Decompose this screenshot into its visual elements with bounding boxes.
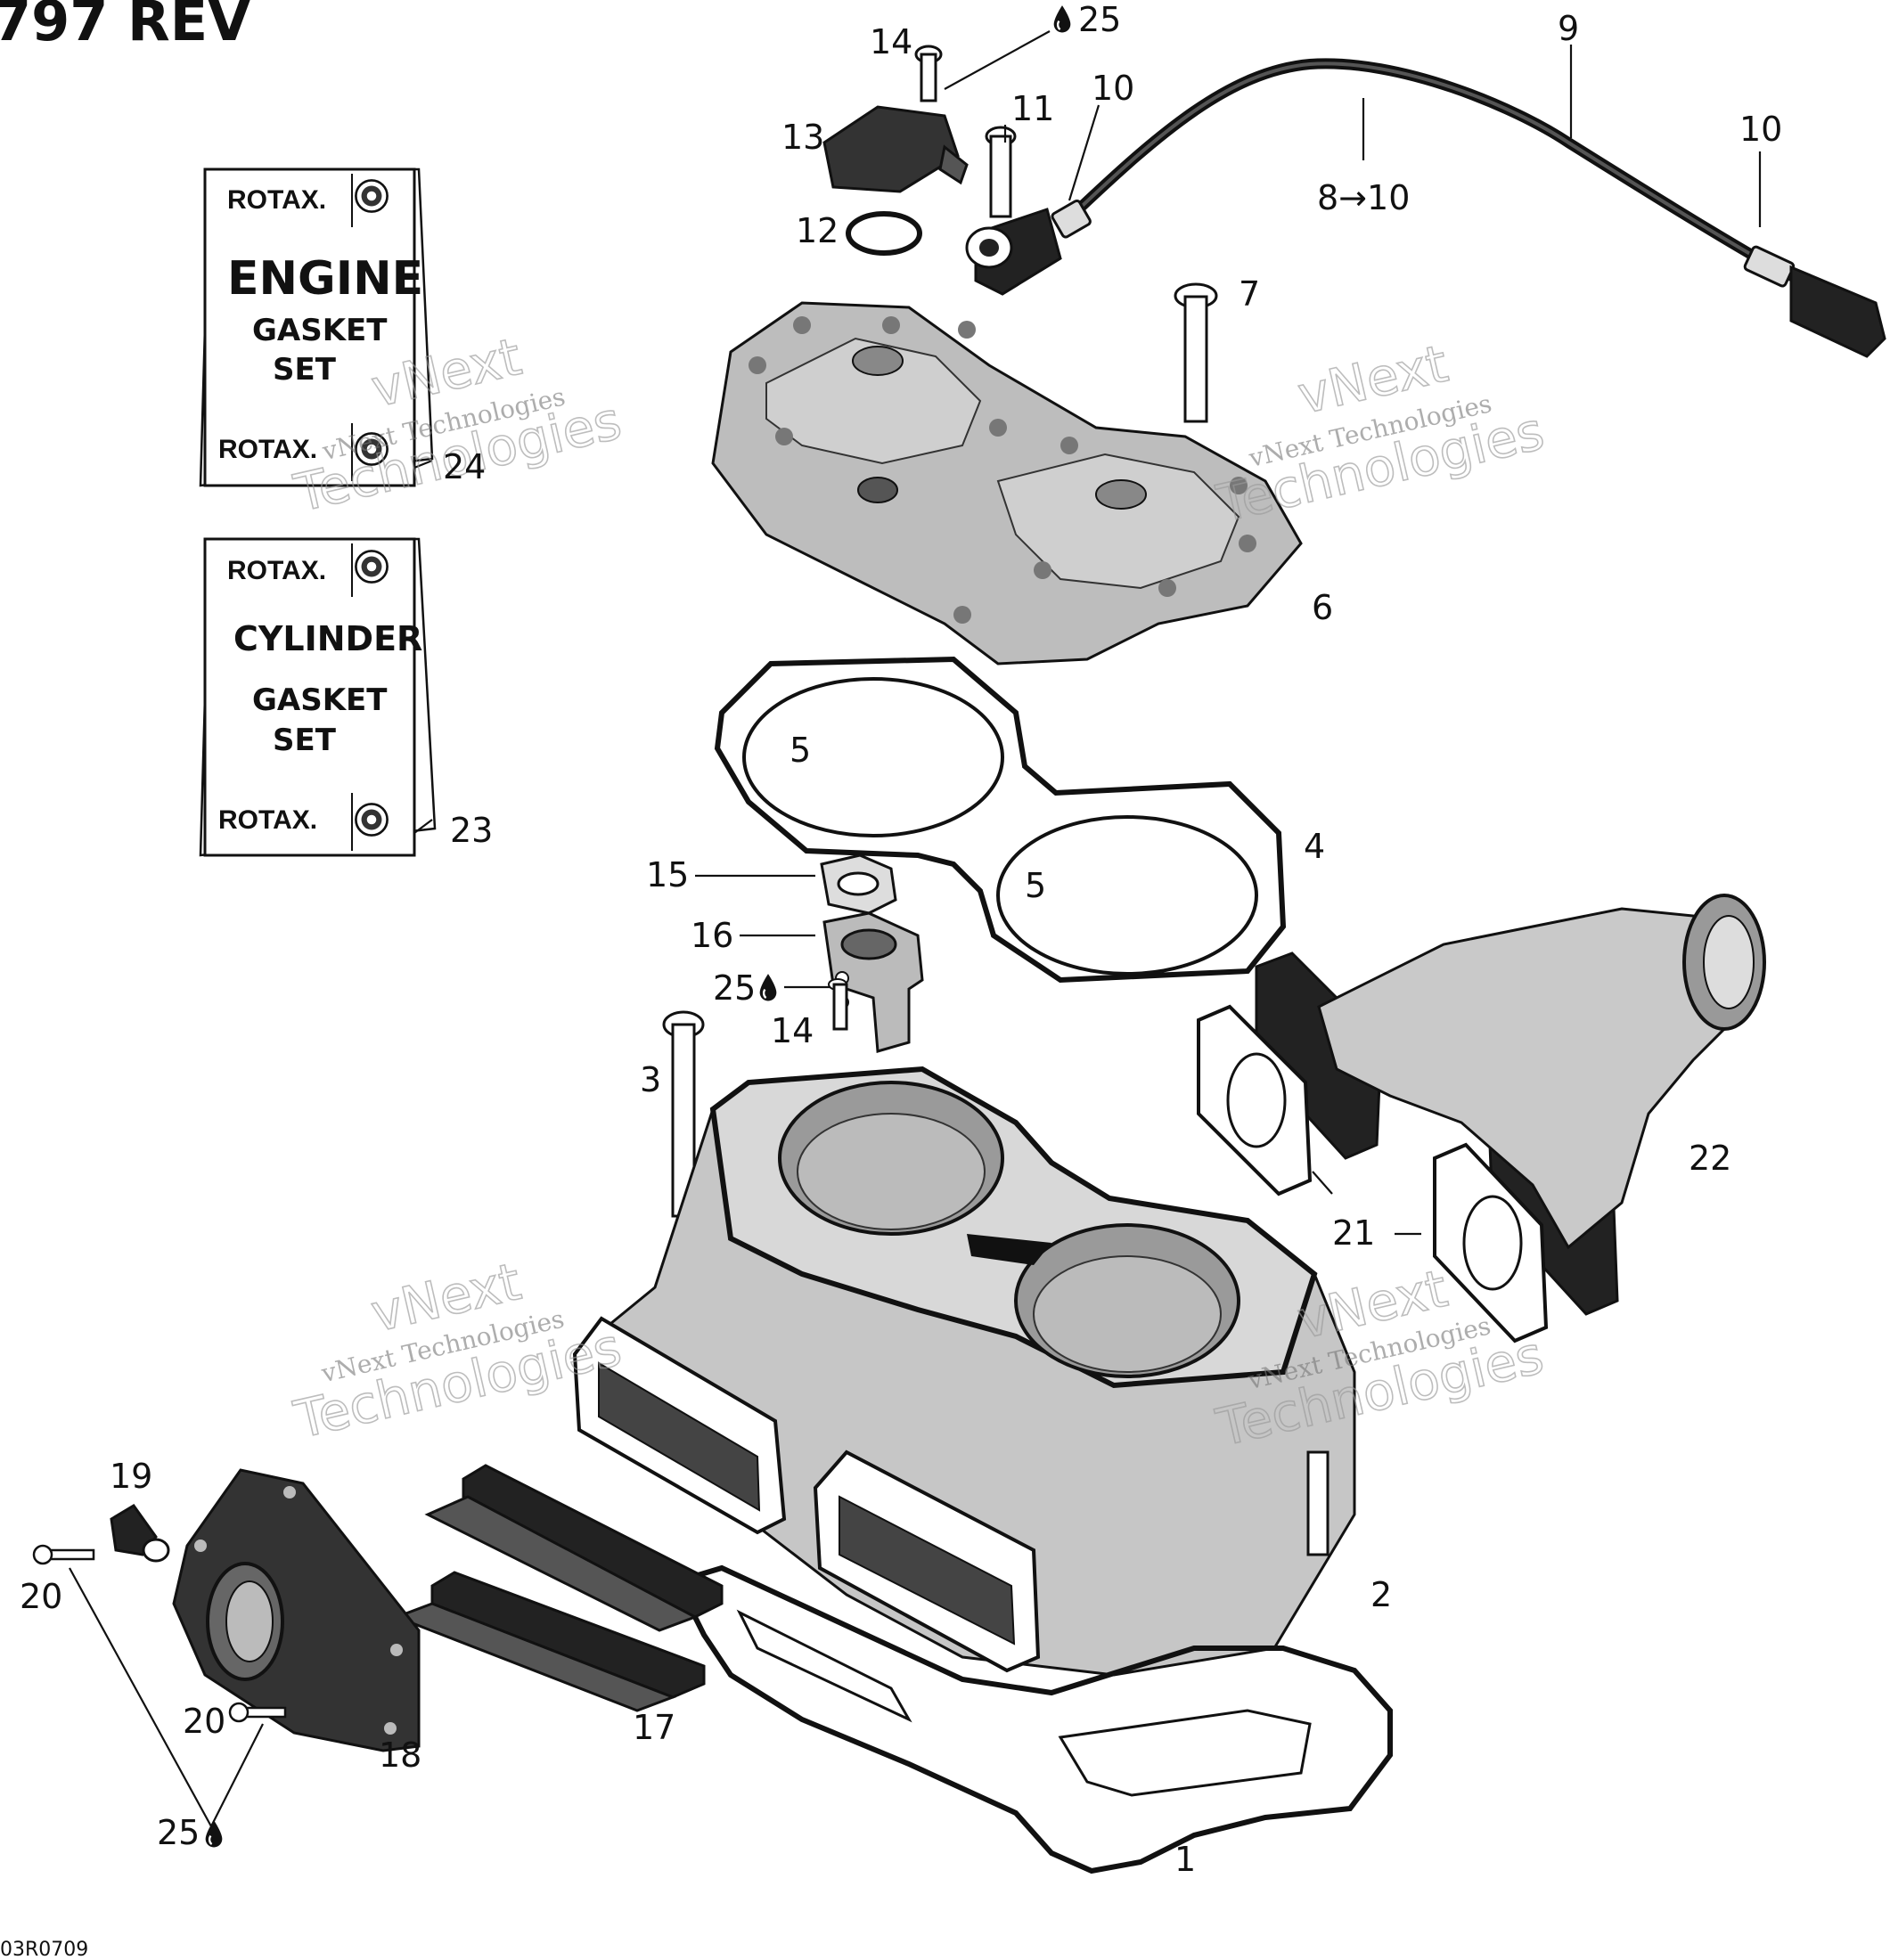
callout-9: 9 <box>1558 9 1579 48</box>
cylinder-head <box>711 282 1303 666</box>
kit-line1: CYLINDER <box>233 619 422 658</box>
diagram-title: 797 REV <box>0 0 250 53</box>
callout-16: 16 <box>691 916 733 955</box>
callout-25: 25 <box>1078 0 1121 39</box>
leader-lines <box>69 30 1762 1827</box>
adhesive-drop-icon <box>1052 4 1072 34</box>
callout-5: 5 <box>790 731 811 770</box>
callout-25: 25 <box>713 968 756 1008</box>
callout-20: 20 <box>20 1577 62 1616</box>
knock-sensor-assembly <box>965 58 1886 358</box>
callout-1: 1 <box>1174 1840 1196 1879</box>
callout-2: 2 <box>1370 1575 1392 1614</box>
callout-15: 15 <box>646 855 689 894</box>
intake-flange <box>32 1468 421 1752</box>
callout-20: 20 <box>183 1702 225 1741</box>
kit-line3: SET <box>273 723 337 758</box>
kit-line3: SET <box>273 352 337 388</box>
callout-24: 24 <box>443 447 486 486</box>
base-gasket <box>673 1564 1393 1874</box>
adhesive-drop-icon <box>204 1819 224 1849</box>
kit-brand-bottom: ROTAX. <box>218 435 317 464</box>
reed-valves <box>392 1464 724 1712</box>
kit-brand-bottom: ROTAX. <box>218 805 317 835</box>
callout-4: 4 <box>1304 827 1325 866</box>
brp-badge-icon <box>355 179 389 213</box>
callout-12: 12 <box>796 211 839 250</box>
brp-badge-icon <box>355 550 389 584</box>
callout-21: 21 <box>1332 1213 1375 1253</box>
callout-3: 3 <box>640 1060 661 1099</box>
callout-22: 22 <box>1689 1139 1731 1178</box>
callout-10: 10 <box>1739 110 1782 149</box>
cylinder-block <box>572 1010 1356 1677</box>
callout-23: 23 <box>450 811 493 850</box>
brp-badge-icon <box>355 803 389 837</box>
kit-line2: GASKET <box>252 682 388 718</box>
kit-line1: ENGINE <box>227 252 423 306</box>
callout-13: 13 <box>781 118 824 157</box>
callout-14: 14 <box>870 22 912 61</box>
callout-11: 11 <box>1011 89 1054 128</box>
callout-10: 10 <box>1092 69 1134 108</box>
callout-8-to-10: 8→10 <box>1317 178 1410 217</box>
callout-19: 19 <box>110 1457 152 1496</box>
water-outlet <box>820 853 924 1053</box>
head-gasket <box>714 656 1287 984</box>
callout-17: 17 <box>633 1708 675 1747</box>
callout-18: 18 <box>379 1735 421 1775</box>
cylinder-gasket-set-kit: ROTAX. CYLINDER GASKET SET ROTAX. <box>199 537 437 857</box>
callouts: 1 2 3 4 5 5 6 7 8→10 9 10 10 11 12 13 14… <box>20 0 1782 1879</box>
callout-25: 25 <box>157 1813 200 1852</box>
callout-6: 6 <box>1312 588 1333 627</box>
kit-line2: GASKET <box>252 313 388 348</box>
callout-14: 14 <box>771 1011 814 1050</box>
callout-5: 5 <box>1025 866 1046 905</box>
engine-gasket-set-kit: ROTAX. ENGINE GASKET SET ROTAX. <box>199 167 434 487</box>
adhesive-drop-icon <box>758 973 778 1002</box>
sensor-housing-assembly <box>822 45 969 256</box>
kit-brand-top: ROTAX. <box>227 185 326 215</box>
callout-7: 7 <box>1239 274 1260 314</box>
kit-brand-top: ROTAX. <box>227 556 326 585</box>
exhaust-manifold <box>1197 894 1766 1343</box>
reference-code: 03R0709 <box>0 1939 88 1960</box>
